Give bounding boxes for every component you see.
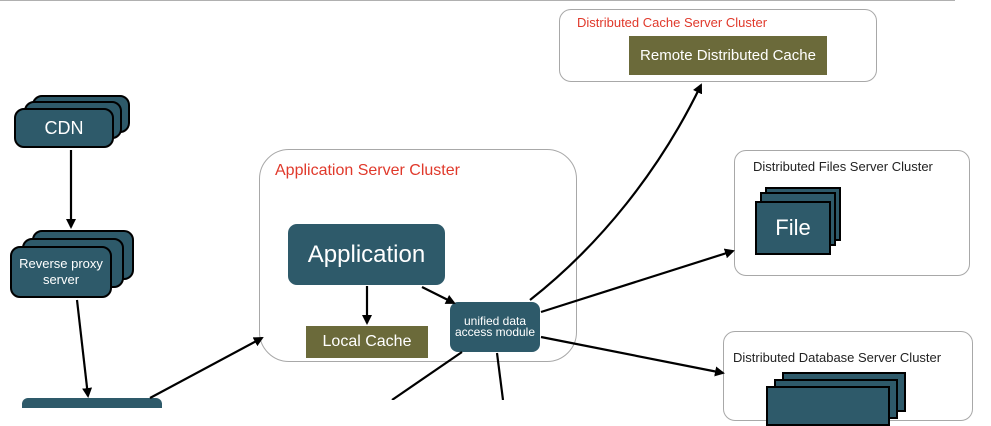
unified-data-access-module: unified data access module xyxy=(450,302,540,352)
cdn-node: CDN xyxy=(14,108,114,148)
cache-cluster-title: Distributed Cache Server Cluster xyxy=(577,15,768,30)
cache-server-cluster: Distributed Cache Server Cluster Remote … xyxy=(559,9,877,82)
arrow-app-to-unified xyxy=(421,286,456,304)
database-cluster-title: Distributed Database Server Cluster xyxy=(733,350,942,365)
app-cluster-title: Application Server Cluster xyxy=(275,162,460,179)
unified-data-access-label: unified data access module xyxy=(454,314,536,339)
remote-distributed-cache: Remote Distributed Cache xyxy=(629,36,827,75)
arrow-unified-to-remote-cache xyxy=(529,83,703,301)
application-node: Application xyxy=(288,224,445,285)
arrow-lower-to-app-cluster xyxy=(149,337,264,399)
line-unified-down xyxy=(495,352,505,400)
connector-arrows xyxy=(66,83,735,400)
files-server-cluster: Distributed Files Server Cluster File xyxy=(734,150,970,276)
arrow-unified-to-files xyxy=(540,248,735,314)
file-label: File xyxy=(775,215,811,240)
files-cluster-title: Distributed Files Server Cluster xyxy=(753,159,933,174)
arrow-proxy-to-lower xyxy=(75,299,93,398)
file-node: File xyxy=(755,201,831,255)
top-divider xyxy=(0,0,955,1)
reverse-proxy-node: Reverse proxy server xyxy=(10,246,112,298)
arrow-unified-to-database xyxy=(540,335,725,377)
reverse-proxy-label: Reverse proxy server xyxy=(19,256,103,287)
cdn-label: CDN xyxy=(44,117,84,138)
line-unified-down-left xyxy=(391,351,463,400)
local-cache: Local Cache xyxy=(306,326,428,358)
